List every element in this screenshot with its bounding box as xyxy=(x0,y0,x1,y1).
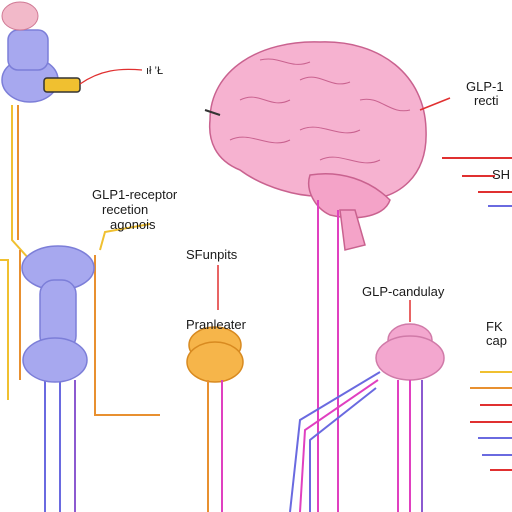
pink-receptor-icon xyxy=(375,323,445,381)
glp1-label: GLP-1 xyxy=(466,79,504,94)
orange-receptor-wires xyxy=(207,380,223,512)
orange-receptor-icon xyxy=(186,326,244,383)
pranleater-label: Pranleater xyxy=(186,317,246,332)
receptor-agonists-line1: GLP1-receptor xyxy=(92,187,178,202)
left-receptor-icon xyxy=(21,245,95,383)
receptor-agonists-line2: recetion xyxy=(102,202,149,217)
wire-red-top xyxy=(79,68,143,85)
brain-icon xyxy=(208,41,427,251)
pink-receptor-wires xyxy=(289,371,423,512)
tiny-label: ıł ’Ł xyxy=(146,65,164,77)
cap-label: cap xyxy=(486,333,507,348)
sfunpits-label: SFunpits xyxy=(186,247,238,262)
brain-wires xyxy=(204,97,451,512)
fk-label: FK xyxy=(486,319,503,334)
receptor-label: recti xyxy=(474,93,499,108)
sh-label: SH xyxy=(492,167,511,182)
top-gland-icon xyxy=(1,1,81,103)
left-wire-bundle xyxy=(0,105,160,512)
glp-candulay-label: GLP-candulay xyxy=(362,284,445,299)
receptor-agonists-line3: agonois xyxy=(110,217,156,232)
right-legend-lines xyxy=(442,157,512,471)
